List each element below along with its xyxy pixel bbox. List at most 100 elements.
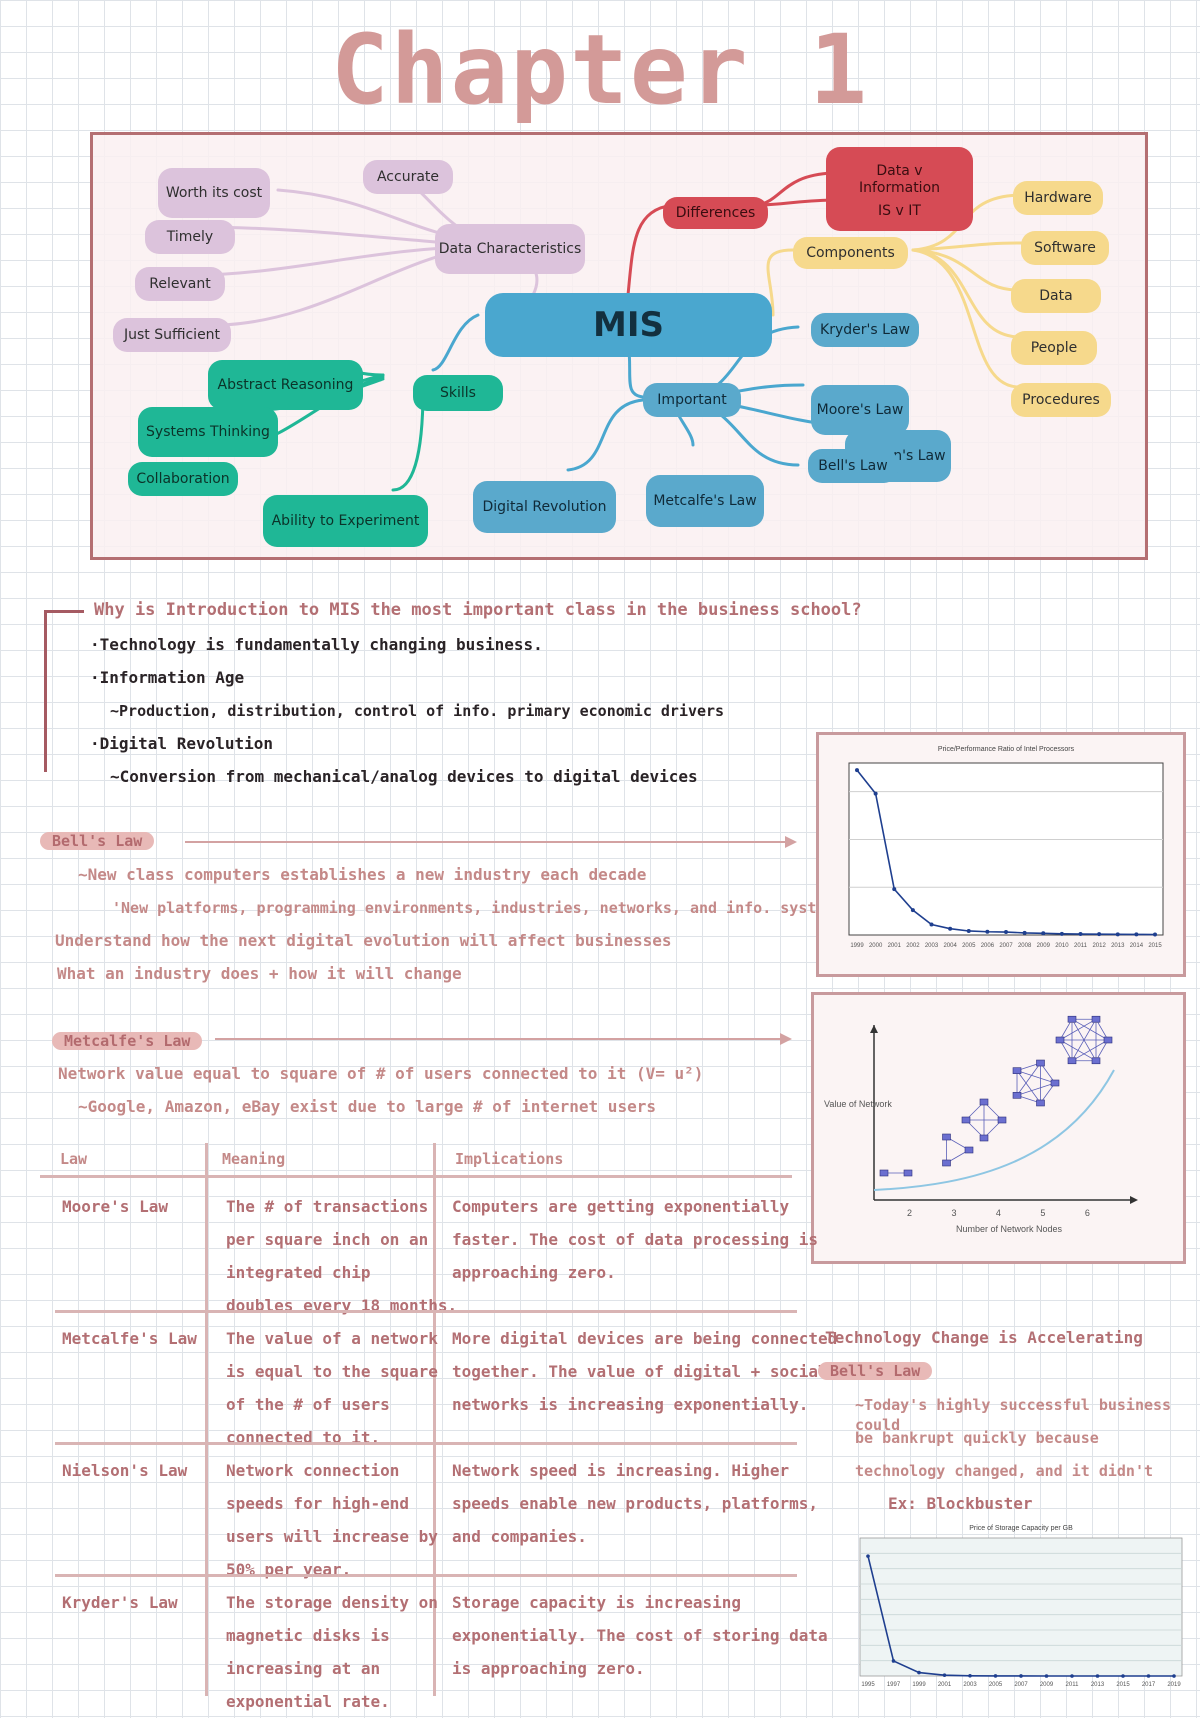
chart2-y-label: Value of Network <box>824 1099 892 1109</box>
network-link <box>1016 1062 1041 1096</box>
table-cell-meaning-line: The value of a network <box>226 1329 438 1348</box>
node-data-characteristics: Data Characteristics <box>435 224 585 274</box>
network-node-icon <box>1036 1099 1045 1107</box>
node-people: People <box>1011 331 1097 365</box>
table-cell-meaning-line: connected to it. <box>226 1428 381 1447</box>
network-node-icon <box>1103 1036 1113 1044</box>
node-is-v-it-label: IS v IT <box>878 202 921 219</box>
chart1-x-tick: 2002 <box>906 943 920 949</box>
node-timely: Timely <box>145 220 235 254</box>
network-node-icon <box>903 1169 913 1177</box>
table-cell-law: Metcalfe's Law <box>62 1329 197 1348</box>
side-heading: Technology Change is Accelerating <box>825 1328 1143 1347</box>
network-node-icon <box>997 1116 1007 1124</box>
intro-line-3: ~Production, distribution, control of in… <box>110 702 725 720</box>
table-cell-meaning-line: The storage density on <box>226 1593 438 1612</box>
chart3-point <box>942 1673 947 1677</box>
network-link <box>1016 1082 1056 1096</box>
table-col-rule-1 <box>205 1143 208 1696</box>
metcalfe-arrow-line <box>215 1038 780 1040</box>
chart3-x-tick: 2015 <box>1116 1682 1130 1688</box>
chart3-x-tick: 1999 <box>912 1682 926 1688</box>
node-ability-to-experiment: Ability to Experiment <box>263 495 428 547</box>
chart1-x-tick: 2000 <box>869 943 883 949</box>
node-differences: Differences <box>663 197 768 229</box>
table-cell-meaning-line: exponential rate. <box>226 1692 390 1711</box>
chart2-x-tick: 4 <box>996 1208 1001 1218</box>
chart-intel-price-performance: Price/Performance Ratio of Intel Process… <box>848 746 1164 949</box>
network-node-icon <box>979 1098 989 1106</box>
chart1-point <box>1004 930 1008 935</box>
node-relevant: Relevant <box>135 267 225 301</box>
chart3-plot-area <box>859 1537 1183 1677</box>
network-node-icon <box>1050 1079 1060 1087</box>
mind-map: Data Characteristics Worth its cost Accu… <box>90 132 1148 560</box>
intro-line-1: ·Technology is fundamentally changing bu… <box>90 635 543 654</box>
chart1-x-tick: 2007 <box>999 943 1013 949</box>
table-cell-law: Moore's Law <box>62 1197 168 1216</box>
chart2-x-tick: 5 <box>1040 1208 1045 1218</box>
chart2-x-tick: 3 <box>951 1208 956 1218</box>
bells-arrow-line <box>185 841 785 843</box>
node-bells-law: Bell's Law <box>808 449 898 483</box>
network-link <box>1040 1062 1056 1084</box>
network-node-icon <box>1012 1092 1022 1099</box>
metcalfe-line-1: Network value equal to square of # of us… <box>58 1064 704 1083</box>
node-software: Software <box>1021 231 1109 265</box>
chart1-point <box>1153 932 1157 937</box>
chart3-point <box>968 1673 972 1678</box>
metcalfe-line-2: ~Google, Amazon, eBay exist due to large… <box>78 1097 656 1116</box>
table-cell-meaning-line: of the # of users <box>226 1395 390 1414</box>
table-cell-meaning-line: users will increase by <box>226 1527 438 1546</box>
network-node-icon <box>1091 1015 1101 1023</box>
table-header-implications: Implications <box>455 1150 564 1168</box>
chart1-point <box>1115 932 1120 937</box>
table-cell-implication-line: exponentially. The cost of storing data <box>452 1626 828 1645</box>
metcalfes-law-label: Metcalfe's Law <box>52 1032 203 1050</box>
table-cell-meaning-line: integrated chip <box>226 1263 371 1282</box>
node-collaboration: Collaboration <box>128 462 238 496</box>
chart-intel-price-performance-frame: Price/Performance Ratio of Intel Process… <box>816 732 1186 977</box>
table-cell-implication-line: faster. The cost of data processing is <box>452 1230 819 1249</box>
table-cell-meaning-line: The # of transactions <box>226 1197 429 1216</box>
network-link <box>1059 1019 1073 1041</box>
table-cell-meaning-line: increasing at an <box>226 1659 381 1678</box>
intro-line-5: ~Conversion from mechanical/analog devic… <box>110 767 698 786</box>
table-cell-implication-line: networks is increasing exponentially. <box>452 1395 809 1414</box>
chart1-point <box>985 929 990 934</box>
side-line-3: technology changed, and it didn't <box>855 1462 1154 1480</box>
table-row-rule <box>55 1310 797 1313</box>
chart3-x-tick: 2009 <box>1040 1682 1054 1688</box>
network-link <box>1059 1039 1073 1061</box>
table-row-rule <box>55 1442 797 1445</box>
chart1-point <box>855 768 859 773</box>
chart3-point <box>1044 1674 1049 1678</box>
table-cell-meaning-line: 50% per year. <box>226 1560 352 1579</box>
chart2-x-label: Number of Network Nodes <box>956 1224 1063 1234</box>
chart1-point <box>929 922 934 927</box>
chart1-x-tick: 1999 <box>850 943 864 949</box>
chart1-point <box>873 791 878 796</box>
chart1-title: Price/Performance Ratio of Intel Process… <box>938 746 1075 753</box>
bells-line-3: Understand how the next digital evolutio… <box>55 931 672 950</box>
chart2-y-arrow <box>870 1025 878 1033</box>
network-node-icon <box>964 1146 974 1154</box>
chart3-x-tick: 2005 <box>989 1682 1003 1688</box>
chart3-x-tick: 2019 <box>1167 1682 1181 1688</box>
node-data-v-information: Data v Information IS v IT <box>826 147 973 231</box>
chart3-point <box>1019 1674 1023 1678</box>
side-line-1: ~Today's highly successful business coul… <box>855 1396 1172 1434</box>
network-link <box>1016 1070 1056 1084</box>
chart1-x-tick: 2009 <box>1037 943 1051 949</box>
chart3-x-tick: 1997 <box>887 1682 901 1688</box>
chart3-x-tick: 2007 <box>1014 1682 1028 1688</box>
network-node-icon <box>1055 1036 1065 1044</box>
table-cell-meaning-line: doubles every 18 months. <box>226 1296 458 1315</box>
network-node-icon <box>942 1133 951 1141</box>
node-systems-thinking: Systems Thinking <box>138 407 278 457</box>
node-just-sufficient: Just Sufficient <box>113 318 231 352</box>
chart1-point <box>1078 932 1083 937</box>
table-header-meaning: Meaning <box>222 1150 286 1168</box>
